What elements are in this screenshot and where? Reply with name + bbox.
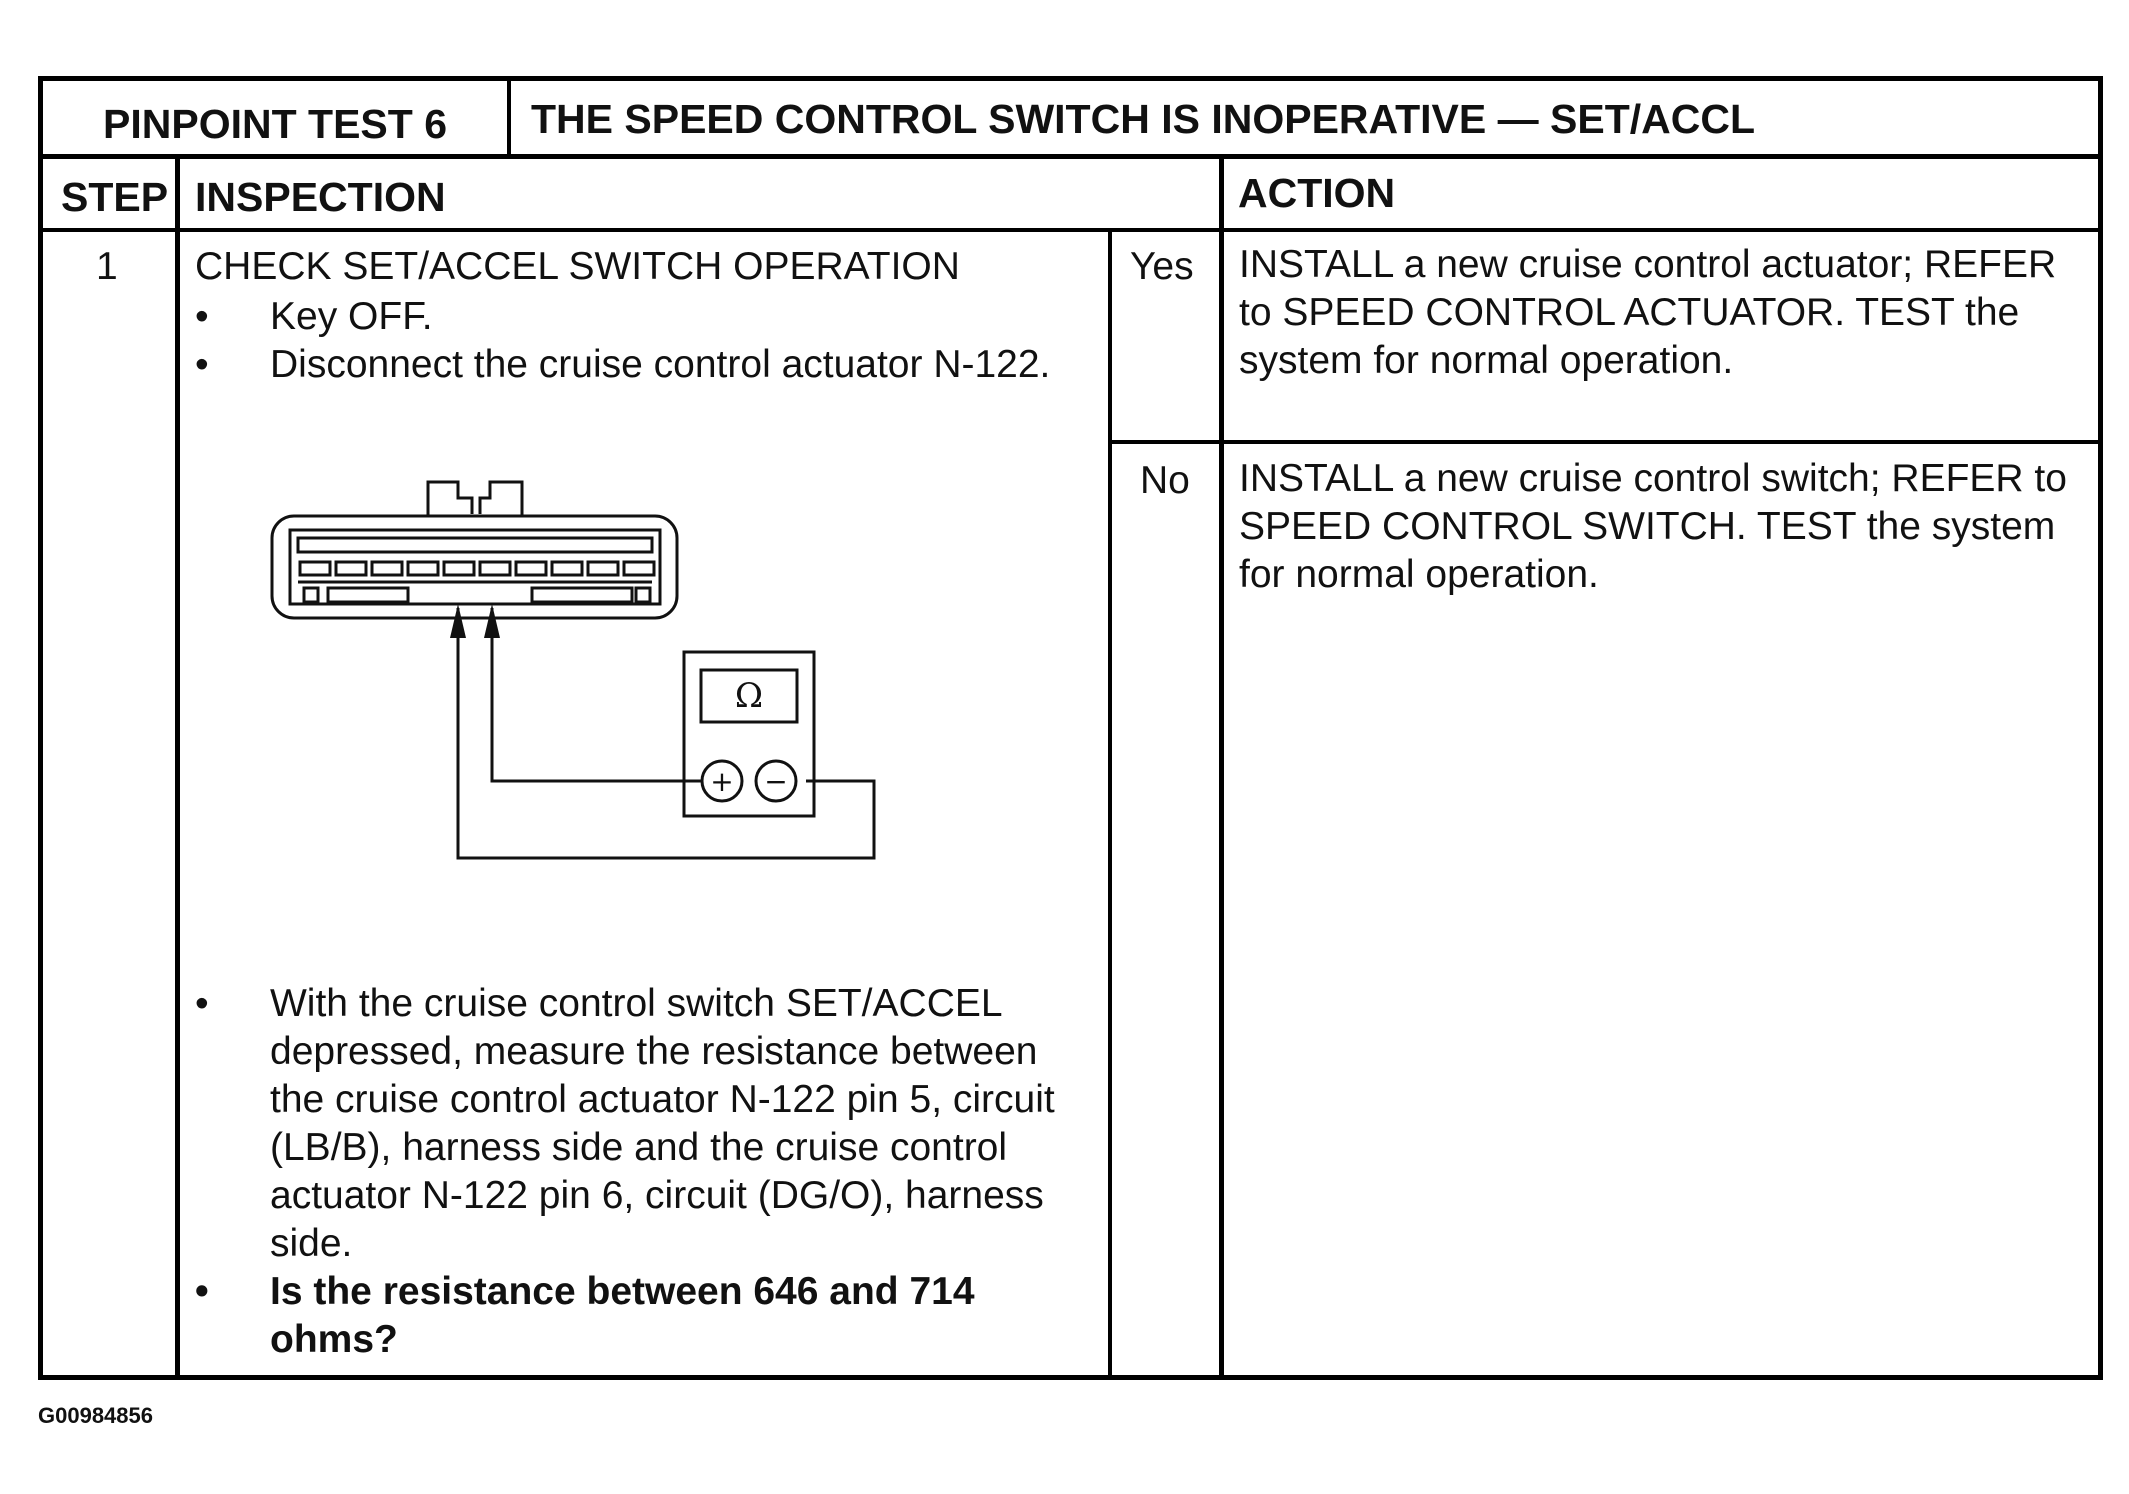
step-heading: CHECK SET/ACCEL SWITCH OPERATION [195,245,960,288]
column-header-inspection: INSPECTION [195,174,446,220]
probe-lead-minus [456,608,876,860]
table-bottom-border [38,1375,2103,1380]
connector-pin-row [298,560,656,577]
inspection-steps-bottom: With the cruise control switch SET/ACCEL… [195,980,1095,1364]
ohm-symbol: Ω [735,676,763,716]
connector-latch [426,480,524,516]
table-left-border [38,76,43,1380]
probe-tip-plus [484,604,500,638]
figure-id: G00984856 [38,1403,153,1428]
ohmmeter-body [682,650,816,818]
inspection-step: Key OFF. [195,293,1095,341]
answer-no: No [1140,459,1190,502]
action-yes: INSTALL a new cruise control actuator; R… [1239,243,2057,382]
probe-lead-plus [490,608,702,783]
yes-no-divider [1108,440,2103,444]
minus-label: − [764,765,787,798]
probe-tip-minus [450,604,466,638]
action-no: INSTALL a new cruise control switch; REF… [1239,457,2067,596]
column-header-step: STEP [61,174,169,220]
column-header-action: ACTION [1238,170,1396,216]
test-label: PINPOINT TEST 6 [103,101,447,147]
inspection-steps-top: Key OFF. Disconnect the cruise control a… [195,293,1095,389]
table-top-border [38,76,2103,81]
header-bottom-border [38,154,2103,159]
inspection-question: Is the resistance between 646 and 714 oh… [195,1268,1095,1364]
step-number: 1 [96,245,118,288]
plus-label: + [710,765,733,798]
minus-terminal [754,759,798,803]
inspection-step: With the cruise control switch SET/ACCEL… [195,980,1095,1268]
table-right-border [2098,76,2103,1380]
action-column-divider [1219,155,1224,1377]
column-header-bottom-border [38,228,2103,232]
test-title: THE SPEED CONTROL SWITCH IS INOPERATIVE … [531,96,1756,142]
ohmmeter-display [699,668,799,724]
step-column-divider [175,155,180,1377]
inspection-step: Disconnect the cruise control actuator N… [195,341,1095,389]
connector-ohmmeter-diagram: Ω + − [270,480,876,860]
plus-terminal [700,759,744,803]
inspection-column-divider [1108,232,1112,1378]
connector-body [270,514,679,620]
answer-yes: Yes [1130,245,1194,288]
connector-inner [288,528,662,606]
header-divider [507,76,511,156]
